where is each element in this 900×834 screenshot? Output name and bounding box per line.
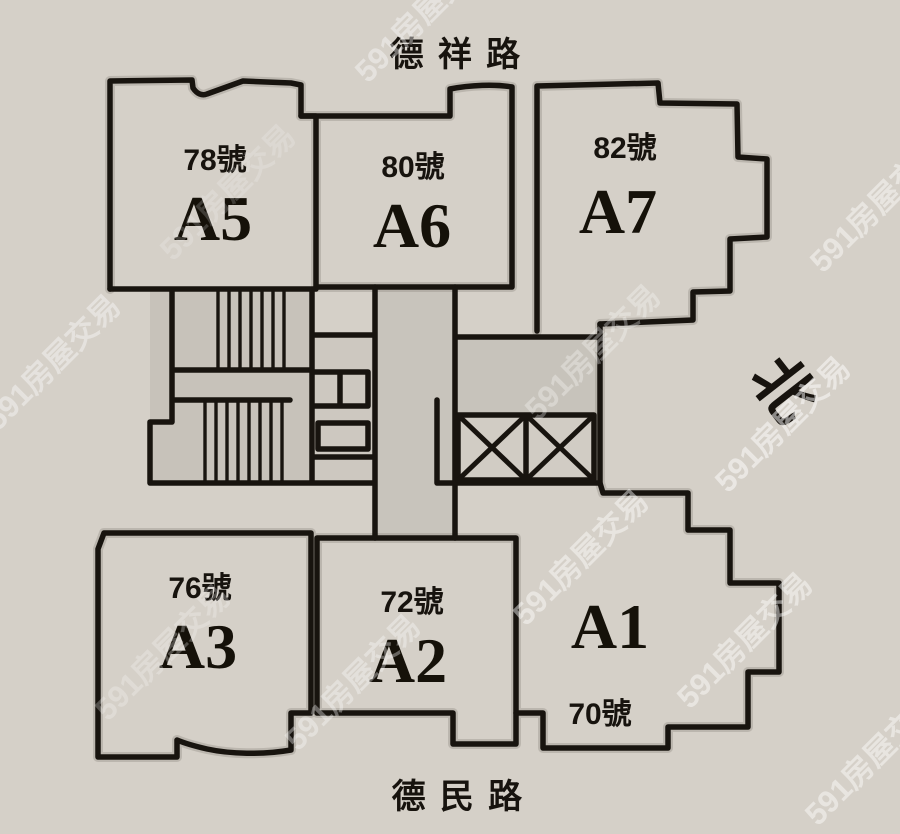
unit-a3-name: A3 [159,611,237,682]
unit-a5-name: A5 [174,183,252,254]
building-walls [95,77,782,760]
unit-a7-number: 82號 [593,132,656,165]
unit-a2-outline [314,535,519,747]
unit-a1-outline [513,321,782,751]
road-label-top: 德祥路 [390,36,535,74]
unit-a1-number: 70號 [568,698,631,731]
unit-a7-outline [534,80,770,334]
unit-a6-number: 80號 [381,151,444,184]
stair-treads [203,291,286,481]
shaft-rooms-fill [312,335,375,483]
unit-a3-outline [95,530,314,760]
unit-a3-number: 76號 [168,572,231,605]
unit-a7-name: A7 [579,176,657,247]
unit-a2-name: A2 [369,625,447,696]
unit-labels: 78號 A5 80號 A6 82號 A7 76號 A3 72號 A2 A1 70… [159,132,657,731]
unit-a1-name: A1 [571,591,649,662]
unit-a5-outline [107,77,319,292]
unit-a2-number: 72號 [380,586,443,619]
elevator-x-marks [455,412,597,483]
unit-a6-name: A6 [373,190,451,261]
unit-a6-outline [298,82,515,290]
corridor-fill [375,287,455,538]
core-walls [107,284,603,541]
road-label-bottom: 德民路 [392,778,537,816]
unit-a5-number: 78號 [183,144,246,177]
